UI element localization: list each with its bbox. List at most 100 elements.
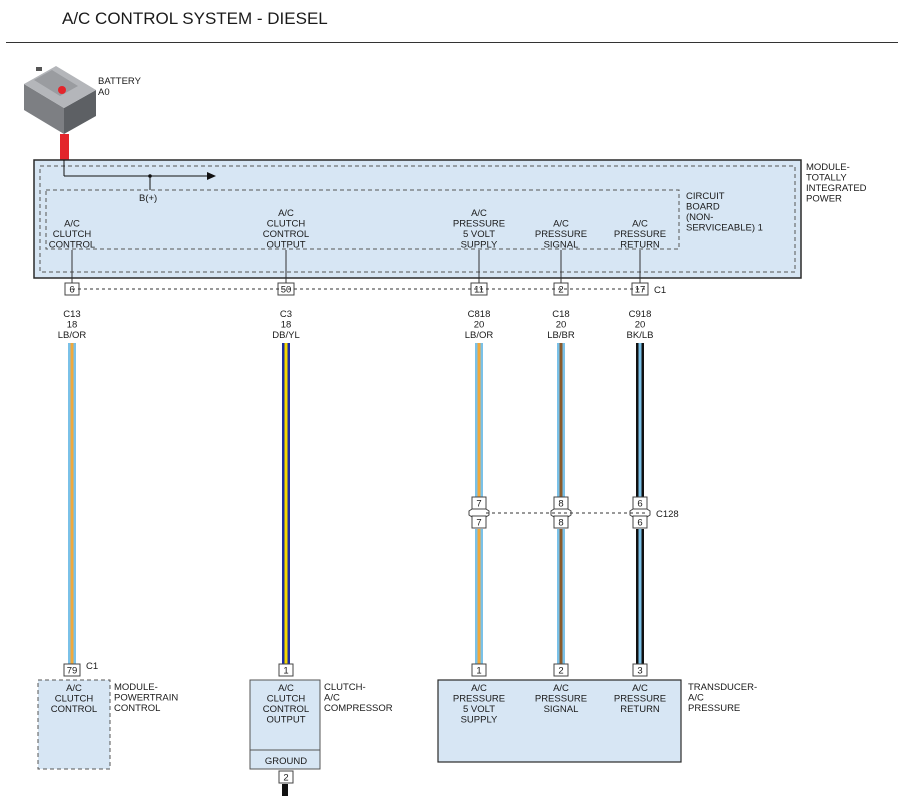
transducer-pin (553, 663, 569, 677)
clutch-pin-label: CONTROL (263, 704, 309, 715)
clutch-pin-label: CLUTCH (267, 694, 306, 705)
transducer-name-line: TRANSDUCER- (688, 682, 757, 693)
tipm-pin-label: SUPPLY (461, 240, 498, 251)
c128-label: C128 (656, 509, 679, 520)
pcm-pin-label: CONTROL (51, 704, 97, 715)
tipm-name-line: TOTALLY (806, 173, 847, 184)
tipm-pin-label: A/C (553, 219, 569, 230)
wire-spec: 18 (281, 320, 292, 331)
tipm-pin-group: A/CCLUTCHCONTROL6C1318LB/ORA/CCLUTCHCONT… (49, 208, 666, 341)
wire-spec: DB/YL (272, 330, 299, 341)
tipm-pin-label: PRESSURE (453, 219, 505, 230)
tipm-name-line: POWER (806, 194, 842, 205)
wire-spec: C18 (552, 309, 569, 320)
c128-pin-bottom (632, 515, 648, 529)
tipm-pin-label: A/C (471, 208, 487, 219)
pcm-name-line: MODULE- (114, 682, 158, 693)
wire-tracer (559, 343, 563, 497)
transducer-pin-label: A/C (632, 683, 648, 694)
tipm-pin-label: CONTROL (263, 229, 309, 240)
b-plus-bus (63, 160, 216, 190)
wire-tracer (284, 343, 288, 664)
transducer-ac-pressure (437, 679, 682, 763)
battery-terminal-icon (58, 86, 66, 94)
tipm-pin-label: 2 (558, 285, 563, 296)
pcm-pin-label: CLUTCH (55, 694, 94, 705)
module-totally-integrated-power (33, 159, 802, 279)
transducer-pin-label: A/C (471, 683, 487, 694)
transducer-pin-label: PRESSURE (535, 694, 587, 705)
pcm-name-line: CONTROL (114, 703, 160, 714)
wire-tracer (70, 343, 74, 664)
tipm-pin-label: OUTPUT (266, 240, 305, 251)
c128-pin-top-label: 8 (558, 499, 563, 510)
pcm-pin (63, 663, 81, 677)
battery-icon (24, 66, 96, 134)
transducer-pin (632, 663, 648, 677)
clutch-ac-compressor (249, 679, 321, 770)
board-name-line: CIRCUIT (686, 191, 725, 202)
c128-pin-bracket (468, 508, 490, 518)
clutch-name-line: COMPRESSOR (324, 703, 393, 714)
tipm-pin-label: 17 (635, 285, 646, 296)
c128-pin-top-label: 7 (476, 499, 481, 510)
tipm-pin-label: PRESSURE (614, 229, 666, 240)
wire-spec: C818 (468, 309, 491, 320)
tipm-pin-label: PRESSURE (535, 229, 587, 240)
board-name-line: (NON- (686, 212, 713, 223)
clutch-pin-top-label: 1 (283, 666, 288, 677)
ground-wire (282, 784, 288, 796)
wire-spec: C13 (63, 309, 80, 320)
wire-spec: C3 (280, 309, 292, 320)
tipm-pin-label: RETURN (620, 240, 660, 251)
wire-spec: BK/LB (627, 330, 654, 341)
wire-tracer (559, 529, 563, 664)
transducer-pin-label: RETURN (620, 704, 660, 715)
wire-group (68, 343, 644, 664)
battery-cable (60, 134, 69, 162)
wire-spec: C918 (629, 309, 652, 320)
battery-name: BATTERY (98, 76, 142, 87)
wire-spec: LB/OR (465, 330, 494, 341)
transducer-pin-label: A/C (553, 683, 569, 694)
clutch-pin-bottom (278, 770, 294, 784)
wire-spec: LB/BR (547, 330, 575, 341)
clutch-pin-label: A/C (278, 683, 294, 694)
tipm-pin-label: 5 VOLT (463, 229, 495, 240)
c128-pin-bottom-label: 7 (476, 518, 481, 529)
transducer-pin-label: SIGNAL (544, 704, 579, 715)
clutch-text-group: 1A/CCLUTCHCONTROLOUTPUTGROUND2CLUTCH-A/C… (263, 663, 393, 784)
c128-pin-top (632, 496, 648, 510)
transducer-pin-label: PRESSURE (614, 694, 666, 705)
wire-tracer (638, 343, 642, 497)
board-name-line: BOARD (686, 202, 720, 213)
battery-code: A0 (98, 87, 110, 98)
tipm-pin-label: CONTROL (49, 240, 95, 251)
wire-spec: LB/OR (58, 330, 87, 341)
c128-pin-bottom (553, 515, 569, 529)
tipm-pin-label: 6 (69, 285, 74, 296)
tipm-pin-label: A/C (278, 208, 294, 219)
tipm-name-line: INTEGRATED (806, 183, 867, 194)
transducer-pin-label: 2 (558, 666, 563, 677)
pcm-pin-label: 79 (67, 666, 78, 677)
transducer-pin-label: SUPPLY (461, 715, 498, 726)
tipm-connector-label: C1 (654, 285, 666, 296)
c128-pin-bottom-label: 6 (637, 518, 642, 529)
module-powertrain-control (37, 679, 111, 770)
wire-spec: 18 (67, 320, 78, 331)
clutch-pin-top (278, 663, 294, 677)
tipm-pin-label: 50 (281, 285, 292, 296)
tipm-pin-label: CLUTCH (53, 229, 92, 240)
transducer-pin-label: PRESSURE (453, 694, 505, 705)
b-plus-label: B(+) (139, 193, 157, 204)
c128-pin-bracket (629, 508, 651, 518)
arrow-right-icon (207, 172, 216, 180)
c128-pin-bottom-label: 8 (558, 518, 563, 529)
transducer-name-line: PRESSURE (688, 703, 740, 714)
clutch-ground-label: GROUND (265, 756, 307, 767)
